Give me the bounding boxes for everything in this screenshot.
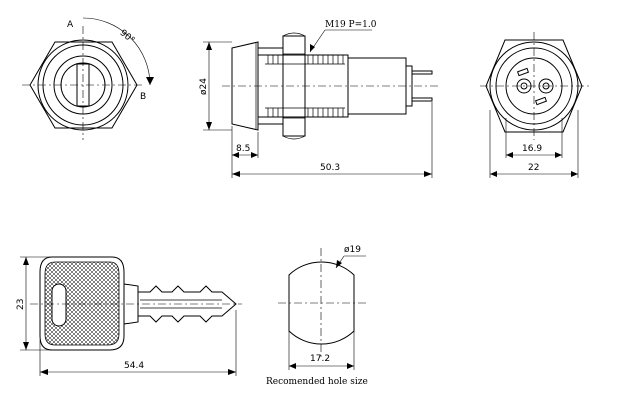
thread-spec: M19 P=1.0: [325, 20, 377, 30]
rear-view: 16.9 22: [480, 32, 590, 178]
dim-diameter-24: ø24: [199, 78, 209, 95]
hole-view: ø19 17.2 Recomended hole size: [266, 245, 368, 387]
side-terminal-bottom: [411, 97, 433, 102]
dim-hole-diameter-19: ø19: [344, 245, 361, 255]
key-blade: [138, 285, 237, 323]
dim-key-length-54-4: 54.4: [124, 361, 144, 371]
rear-tab-bottom: [534, 96, 548, 106]
hole-caption: Recomended hole size: [266, 377, 368, 387]
dim-hole-flat-17-2: 17.2: [310, 354, 330, 364]
dim-key-height-23: 23: [16, 299, 26, 310]
front-view: A B 90°: [22, 17, 154, 140]
thread-marks: [267, 55, 344, 117]
angle-label: 90°: [118, 28, 137, 46]
label-a: A: [67, 20, 74, 30]
side-view: M19 P=1.0 ø24 8.5 50.3: [199, 20, 440, 178]
dim-length-50-3: 50.3: [320, 163, 340, 173]
key-head: [39, 256, 125, 351]
side-head-bezel: [231, 41, 259, 131]
key-view: 23 54.4: [16, 256, 242, 376]
rear-tab-top: [516, 67, 530, 77]
side-terminal-top: [411, 70, 433, 75]
dim-outer-22: 22: [528, 163, 539, 173]
label-b: B: [140, 92, 146, 102]
dim-inner-16-9: 16.9: [522, 144, 542, 154]
key-hole: [51, 283, 67, 327]
rotation-arrowhead: [146, 77, 154, 85]
rotation-arc: [82, 17, 151, 86]
dim-head-8-5: 8.5: [236, 144, 250, 154]
